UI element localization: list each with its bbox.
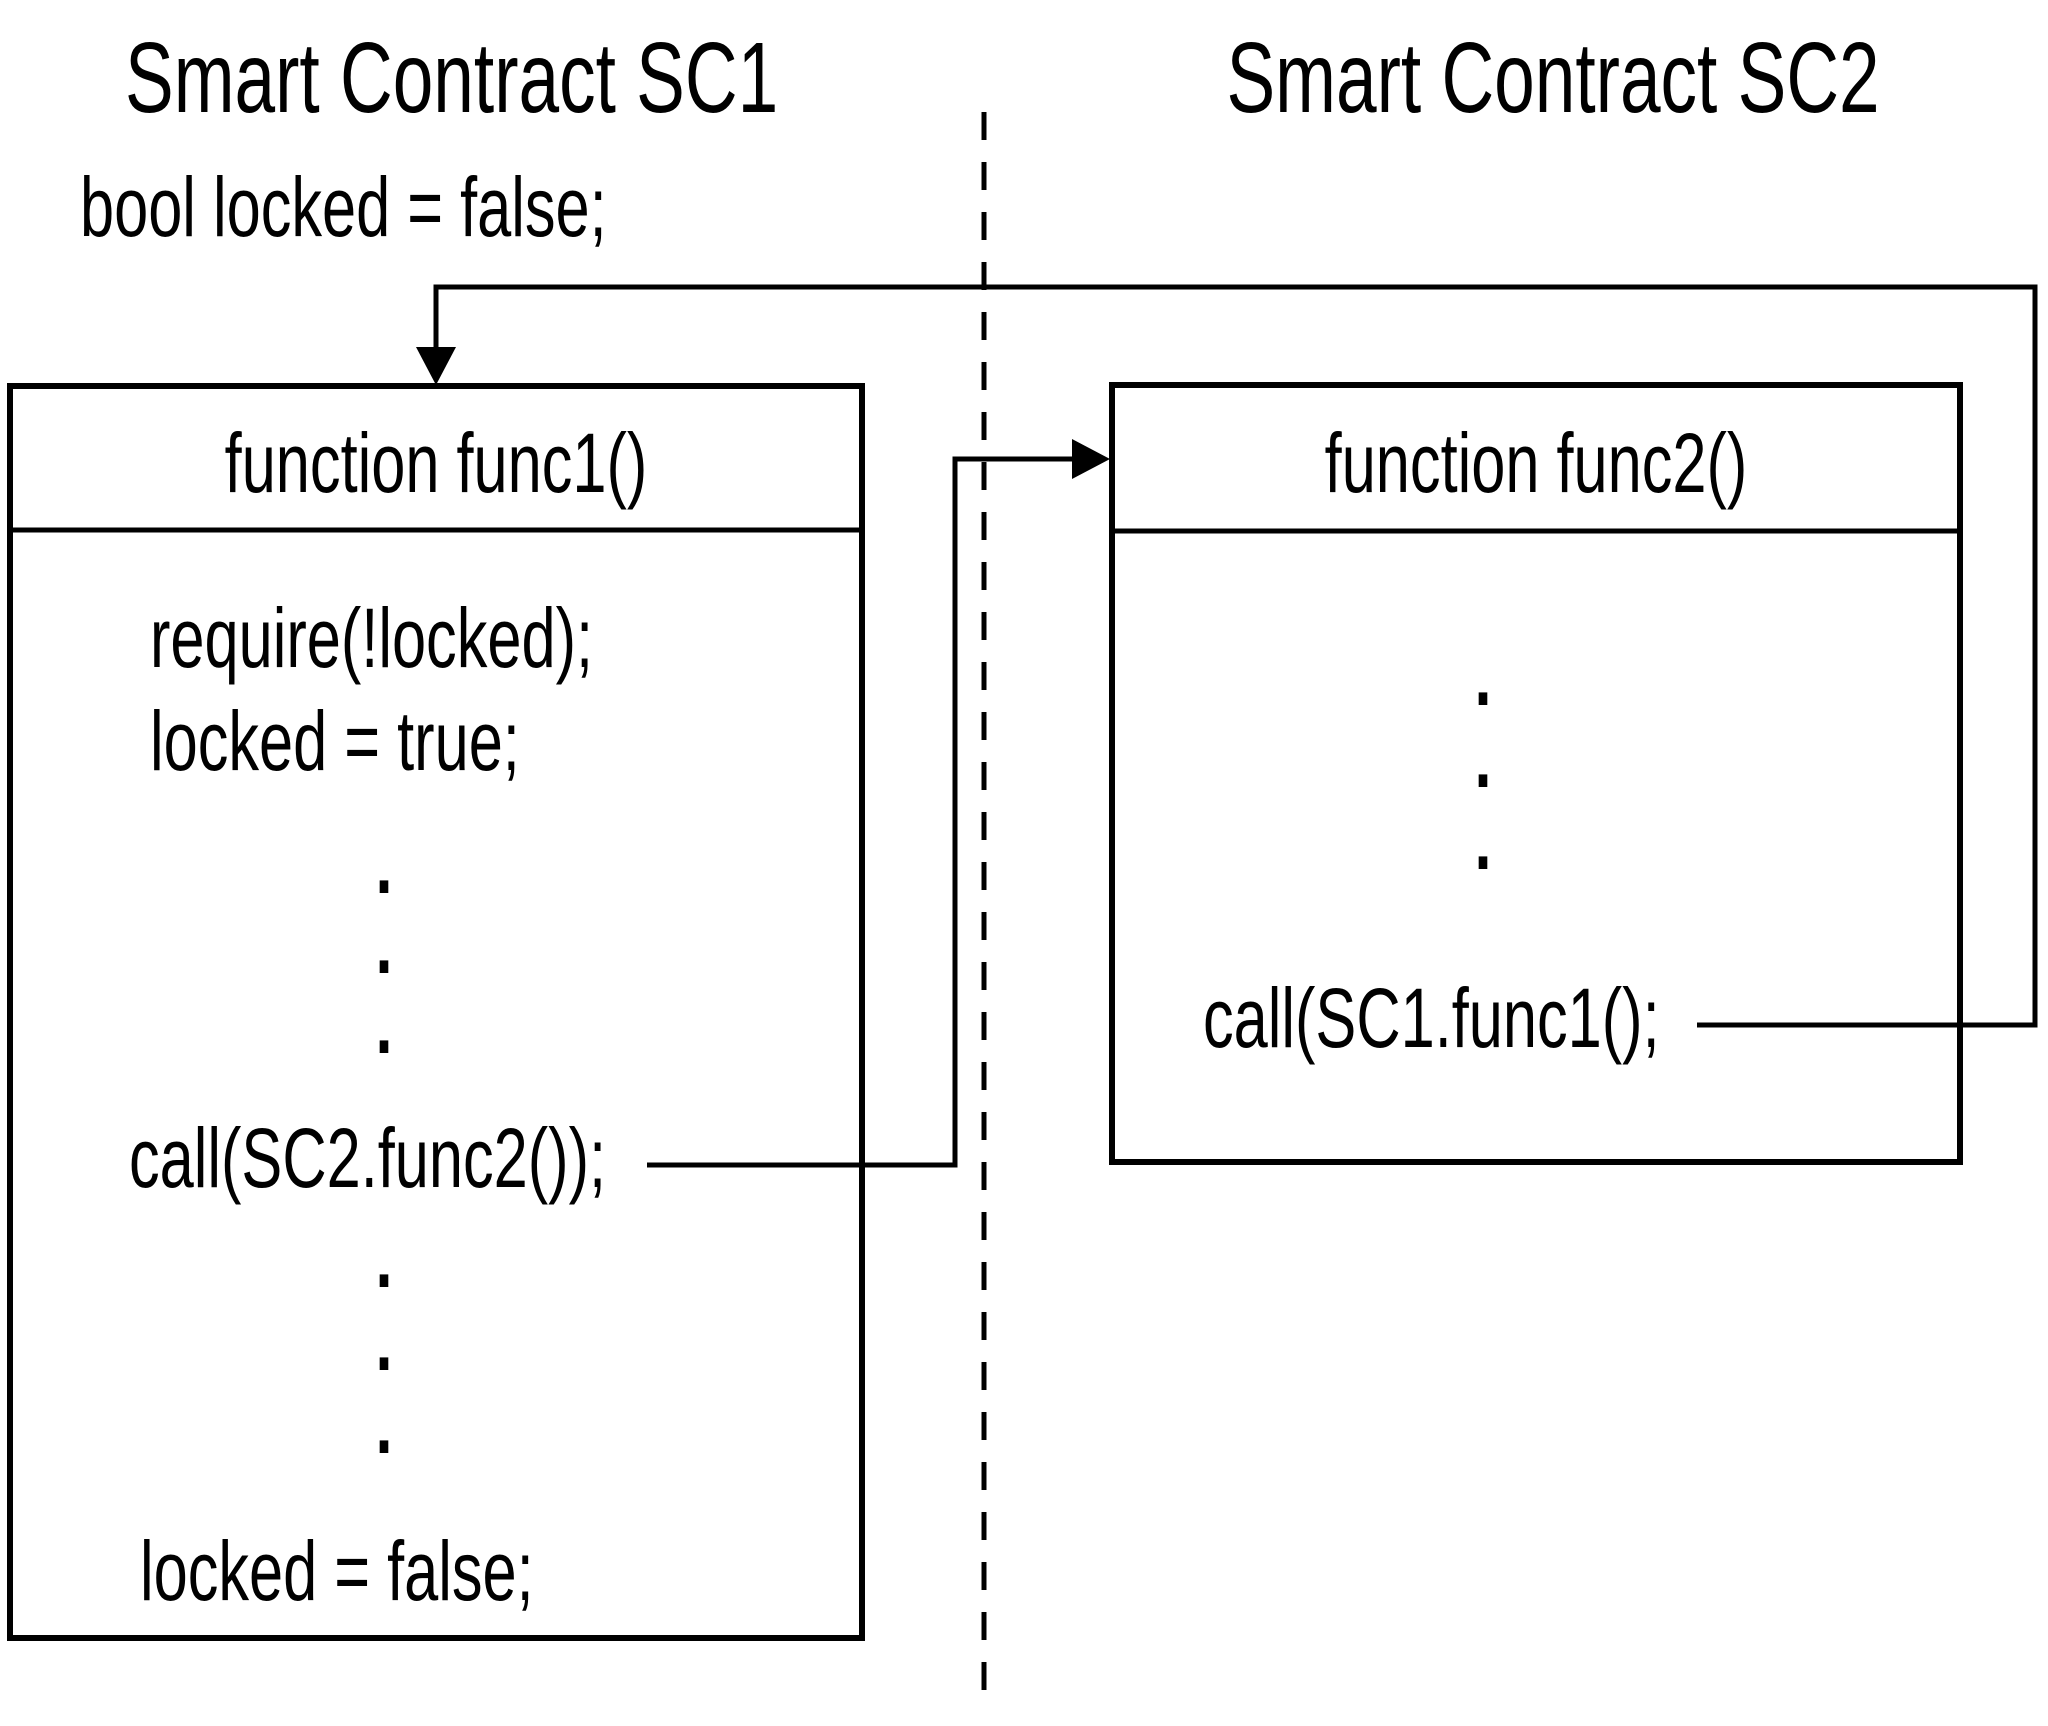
func2-header-label: function func2() xyxy=(1324,416,1748,510)
func1-ellipsis-upper: . . . xyxy=(375,817,393,1071)
func2-call-line: call(SC1.func1(); xyxy=(1203,971,1660,1065)
func1-box xyxy=(7,383,865,1641)
sc2-title: Smart Contract SC2 xyxy=(1226,22,1880,134)
call-func1-arrowhead-icon xyxy=(416,347,456,385)
sc1-state-declaration: bool locked = false; xyxy=(80,160,607,254)
func1-unlock-line: locked = false; xyxy=(140,1524,534,1618)
func1-lock-line: locked = true; xyxy=(150,694,520,788)
call-func2-arrowhead-icon xyxy=(1072,439,1110,479)
func1-ellipsis-lower: . . . xyxy=(375,1211,393,1471)
func1-call-line: call(SC2.func2()); xyxy=(129,1111,607,1205)
sc1-title: Smart Contract SC1 xyxy=(125,22,779,134)
func2-ellipsis: . . . xyxy=(1474,629,1492,887)
func2-box xyxy=(1109,382,1963,1165)
call-func1-arrow-line xyxy=(433,284,2038,1028)
func1-require-line: require(!locked); xyxy=(150,591,594,685)
call-func2-arrow-line xyxy=(647,456,1076,1168)
func1-header-label: function func1() xyxy=(224,416,648,510)
